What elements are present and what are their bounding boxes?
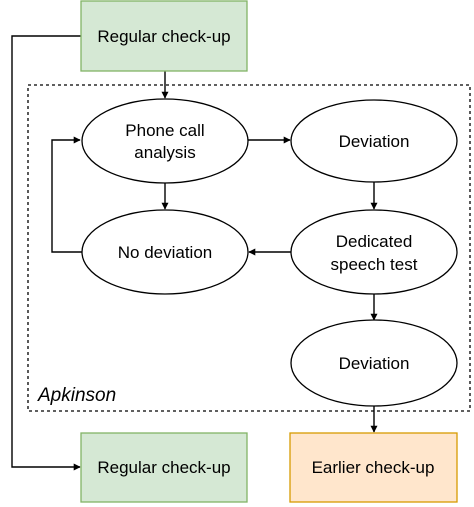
node-no-deviation: No deviation — [81, 209, 249, 295]
apkinson-group-label: Apkinson — [37, 385, 116, 406]
node-phone-call-analysis-line2: analysis — [134, 143, 195, 162]
edge-no-deviation-to-phone-call — [51, 136, 82, 253]
node-earlier-checkup-label: Earlier check-up — [312, 458, 435, 477]
node-deviation-1-label: Deviation — [339, 132, 410, 151]
node-regular-checkup-top-label: Regular check-up — [97, 27, 230, 46]
node-phone-call-analysis-line1: Phone call — [125, 121, 204, 140]
node-deviation-2-label: Deviation — [339, 354, 410, 373]
node-regular-checkup-top: Regular check-up — [80, 0, 248, 72]
node-no-deviation-label: No deviation — [118, 243, 213, 262]
node-regular-checkup-bottom-label: Regular check-up — [97, 458, 230, 477]
node-phone-call-analysis: Phone call analysis — [81, 98, 249, 184]
edges — [11, 35, 378, 471]
node-dedicated-speech-test-line1: Dedicated — [336, 232, 413, 251]
edge-checkup-to-regular-checkup — [11, 35, 81, 471]
node-dedicated-speech-test-line2: speech test — [331, 255, 418, 274]
node-dedicated-speech-test: Dedicated speech test — [290, 209, 458, 295]
node-deviation-2: Deviation — [290, 319, 458, 407]
node-earlier-checkup: Earlier check-up — [289, 432, 458, 503]
node-regular-checkup-bottom: Regular check-up — [80, 432, 248, 503]
node-deviation-1: Deviation — [290, 99, 458, 183]
